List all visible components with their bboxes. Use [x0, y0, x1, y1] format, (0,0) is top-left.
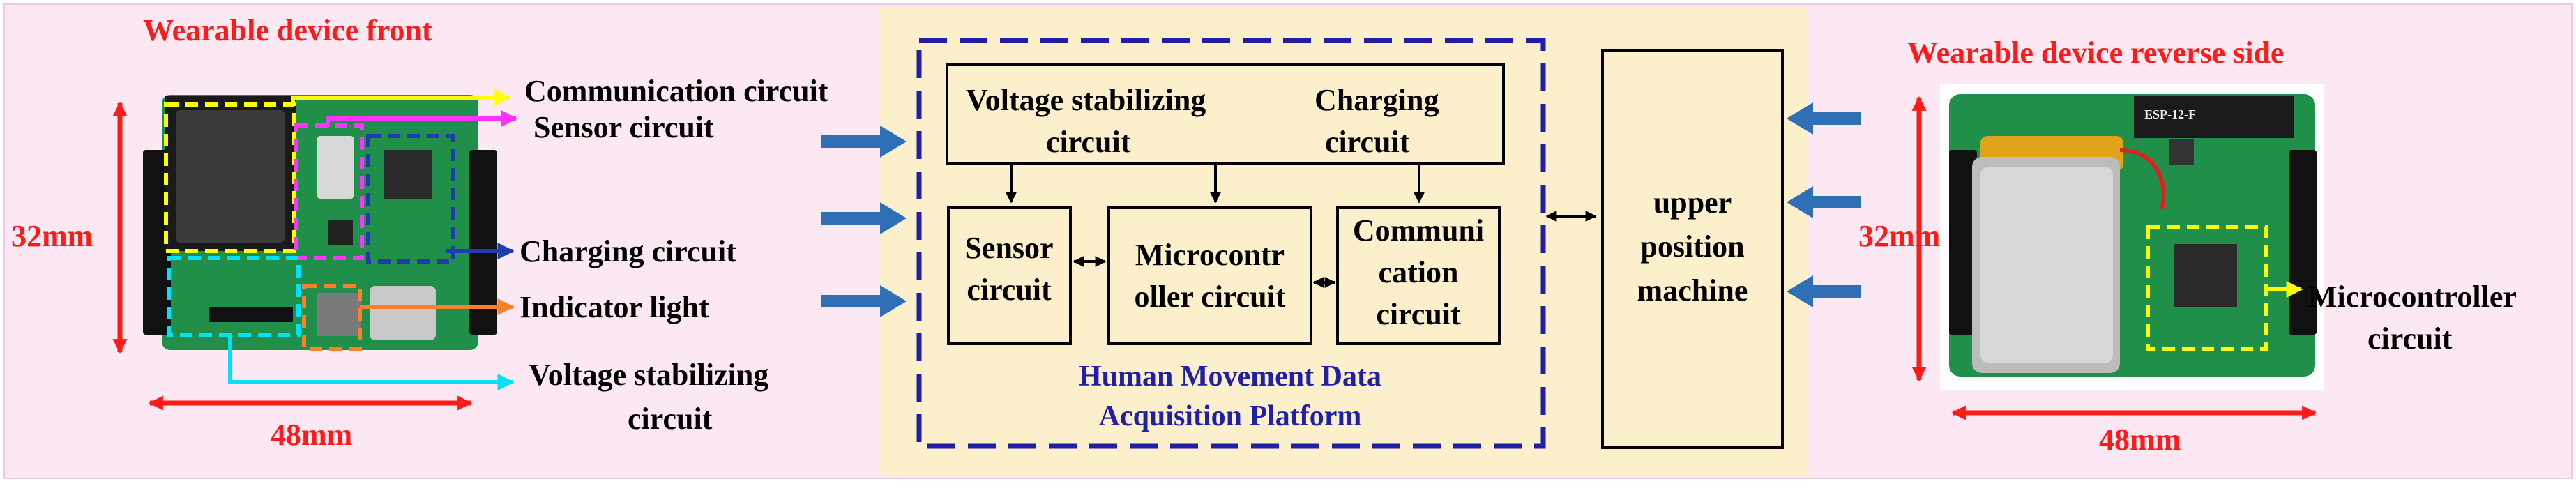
front-label-voltage-1: Voltage stabilizing	[529, 358, 768, 392]
platform-dashed-border	[916, 38, 1546, 449]
front-label-communication: Communication circuit	[524, 74, 828, 108]
microcontroller-box-line1: Microcontr	[1135, 238, 1285, 272]
front-callout-arrows	[228, 89, 518, 390]
sensor-box	[947, 206, 1072, 345]
internal-bidirectional-arrows	[1073, 256, 1336, 288]
communication-box-line2: cation	[1379, 255, 1459, 289]
upper-machine-line3: machine	[1637, 273, 1748, 307]
back-micro-label-2: circuit	[2367, 321, 2453, 356]
front-highlight-boxes	[164, 102, 455, 351]
communication-box	[1336, 206, 1501, 345]
power-box-voltage-2: circuit	[1046, 125, 1131, 159]
back-dimension-lines	[1911, 96, 2317, 420]
power-arrows	[1006, 163, 1425, 204]
front-label-indicator: Indicator light	[520, 290, 709, 324]
front-dimension-lines	[112, 101, 473, 411]
front-title: Wearable device front	[143, 13, 432, 47]
back-width-label: 48mm	[2099, 423, 2181, 457]
back-board-photo: ESP-12-F	[1940, 84, 2324, 390]
front-label-sensor: Sensor circuit	[533, 110, 714, 144]
front-label-voltage-2: circuit	[628, 402, 713, 436]
power-box-charging-2: circuit	[1325, 125, 1410, 159]
center-background	[880, 7, 1808, 476]
platform-caption-1: Human Movement Data	[1079, 360, 1381, 393]
sensor-box-line1: Sensor	[964, 231, 1053, 265]
back-title: Wearable device reverse side	[1907, 36, 2284, 70]
power-box-voltage-1: Voltage stabilizing	[966, 83, 1206, 117]
front-width-label: 48mm	[271, 418, 352, 452]
front-board-photo	[143, 95, 497, 350]
back-chip-text: ESP-12-F	[2144, 107, 2196, 121]
input-arrows	[821, 126, 907, 317]
back-height-label: 32mm	[1858, 219, 1940, 253]
upper-machine-line1: upper	[1653, 185, 1732, 220]
back-micro-label-1: Microcontroller	[2308, 280, 2517, 314]
communication-box-line3: circuit	[1376, 297, 1461, 331]
upper-machine-line2: position	[1640, 229, 1744, 264]
front-label-charging: Charging circuit	[520, 234, 736, 268]
communication-box-line1: Communi	[1353, 213, 1484, 248]
microcontroller-box-line2: oller circuit	[1134, 280, 1285, 314]
power-box-charging-1: Charging	[1314, 83, 1439, 117]
sensor-box-line2: circuit	[967, 273, 1052, 307]
microcontroller-box	[1107, 206, 1312, 345]
front-height-label: 32mm	[11, 219, 93, 253]
platform-caption-2: Acquisition Platform	[1099, 400, 1362, 432]
power-box	[946, 63, 1505, 165]
upper-machine-box	[1601, 49, 1784, 449]
output-arrows	[1787, 102, 1861, 307]
